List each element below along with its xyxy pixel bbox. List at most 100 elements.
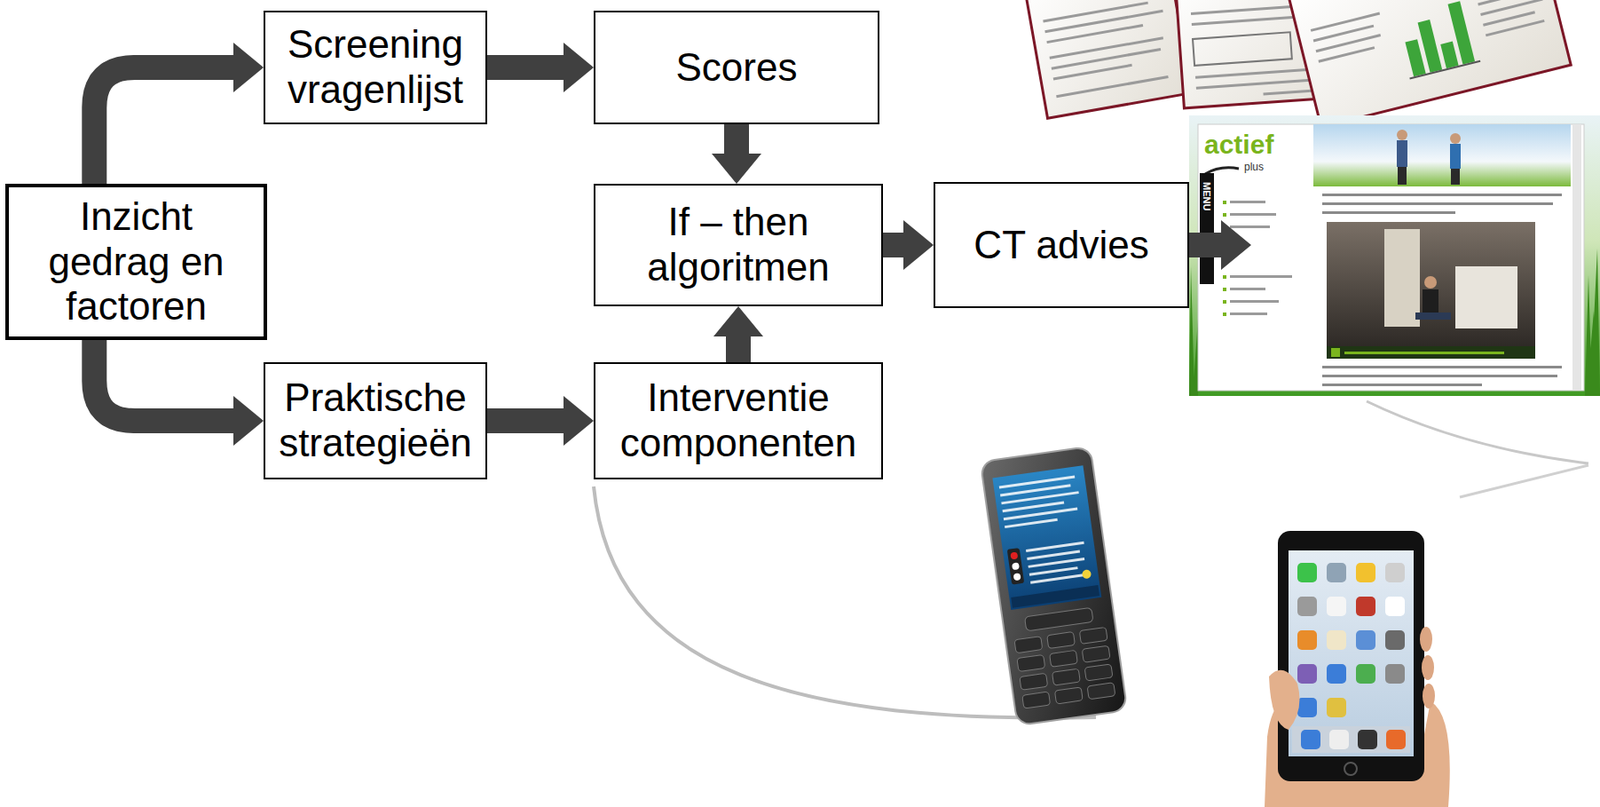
- document-page-part: [1051, 47, 1162, 71]
- node-text: Interventie componenten: [604, 375, 873, 466]
- banner-photo-part: [1397, 166, 1407, 185]
- mobile-phone-part: [1009, 551, 1018, 560]
- tablet-in-hand-part: [1344, 762, 1357, 775]
- app-icons-part: [1357, 729, 1378, 749]
- banner-photo-part: [1450, 133, 1461, 144]
- screenshot-label: plus: [1244, 161, 1264, 174]
- app-icons-part: [1385, 630, 1405, 650]
- thumb: [1268, 669, 1300, 730]
- text-lines-part: [1322, 374, 1558, 378]
- menu-items-part: [1222, 200, 1227, 205]
- document-page-part: [1418, 19, 1443, 73]
- text-lines-part: [1322, 202, 1553, 205]
- mobile-phone-part-part: [1022, 691, 1051, 709]
- mobile-phone-part-part: [1026, 550, 1080, 560]
- document-page-part: [1310, 12, 1380, 32]
- node-text: Inzicht gedrag en factoren: [35, 194, 237, 330]
- app-icons-part: [1326, 596, 1347, 616]
- tablet-in-hand-part: [1422, 683, 1435, 709]
- menu-items-part: [1222, 299, 1227, 304]
- mobile-phone-part: [980, 446, 1128, 726]
- block-arrow: [724, 124, 749, 154]
- mobile-phone-part: [1007, 547, 1025, 585]
- banner-photo-part: [1450, 143, 1461, 169]
- app-icons-part: [1355, 596, 1376, 616]
- document-page-part: [1024, 0, 1192, 119]
- mobile-phone-part: [1013, 572, 1022, 581]
- document-page-part: [1440, 41, 1459, 70]
- block-arrow: [882, 232, 904, 258]
- mobile-phone-part-part: [1081, 645, 1111, 663]
- mobile-phone-part-part: [1003, 507, 1079, 521]
- video-frame: [1326, 221, 1536, 359]
- tablet-in-hand-part: [1419, 626, 1433, 652]
- text-lines-part: [1322, 365, 1562, 369]
- node-text: Praktische strategieën: [270, 375, 481, 466]
- video-frame-part: [1422, 289, 1439, 313]
- video-frame-part: [1326, 221, 1536, 347]
- app-icons-part: [1326, 663, 1347, 684]
- document-pages: [1024, 0, 1571, 127]
- mobile-phone-part-part: [1030, 573, 1086, 584]
- website-screenshot: [1189, 115, 1600, 396]
- process-box: Praktische strategieën: [263, 362, 488, 480]
- tablet-in-hand-part: [1421, 654, 1435, 680]
- video-frame-part: [1331, 347, 1340, 357]
- mobile-phone-part: [1011, 561, 1020, 570]
- document-page-part: [1044, 9, 1163, 33]
- mobile-phone-part-part: [1087, 682, 1116, 700]
- screenshot-label: actief: [1204, 129, 1274, 161]
- mobile-phone-part-part: [1027, 557, 1085, 568]
- block-arrow: [1189, 220, 1252, 270]
- document-page-part: [1042, 1, 1149, 24]
- app-icons-part: [1355, 562, 1376, 583]
- mobile-phone-part: [1010, 584, 1100, 608]
- banner-photo-part: [1396, 129, 1408, 141]
- mobile-phone-part: [992, 465, 1102, 610]
- document-page: [1289, 0, 1572, 127]
- video-frame-part: [1415, 312, 1451, 320]
- document-page-part: [1317, 46, 1375, 64]
- banner-photo-part: [1450, 168, 1460, 185]
- website-screenshot-part: [1189, 115, 1600, 396]
- app-icons-part: [1297, 663, 1317, 684]
- node-text: If – then algoritmen: [604, 199, 873, 290]
- process-box: Screening vragenlijst: [263, 10, 488, 125]
- text-lines: [1322, 193, 1562, 387]
- app-icons-part: [1297, 630, 1317, 650]
- mobile-phone-part-part: [1025, 541, 1085, 552]
- app-icons-part: [1326, 630, 1347, 650]
- mobile-phone-part-part: [1029, 566, 1079, 576]
- mobile-phone-part-part: [1000, 490, 1080, 505]
- app-icons: [1292, 562, 1411, 753]
- document-page-part: [1404, 39, 1426, 77]
- mobile-phone-part: [1014, 626, 1116, 709]
- process-box: Interventie componenten: [593, 362, 883, 480]
- app-icons-part: [1355, 663, 1376, 684]
- text-lines-part: [1322, 193, 1562, 197]
- mobile-phone-part-part: [1084, 663, 1113, 681]
- menu-items-part: [1229, 299, 1279, 303]
- document-page-part: [1053, 63, 1133, 81]
- menu-items-part: [1222, 212, 1227, 217]
- process-box: Scores: [593, 10, 880, 125]
- video-frame-part: [1455, 266, 1518, 329]
- mobile-phone-part: [999, 474, 1091, 586]
- app-icons-part: [1385, 562, 1405, 583]
- app-icons-part: [1300, 729, 1321, 749]
- document-page-part: [1192, 31, 1293, 66]
- block-arrow: [487, 408, 564, 434]
- tablet-in-hand: [1264, 530, 1451, 807]
- mobile-phone-part-part: [1079, 626, 1108, 644]
- document-page-part: [1409, 60, 1481, 80]
- text-lines-part: [1322, 383, 1482, 387]
- banner-photo: [1313, 124, 1571, 187]
- app-icons-part: [1355, 630, 1376, 650]
- video-frame-part: [1344, 351, 1505, 355]
- menu-items-part: [1229, 200, 1266, 204]
- node-text: CT advies: [973, 222, 1149, 268]
- document-page-part: [1289, 0, 1572, 127]
- menu-items-part: [1229, 312, 1268, 316]
- document-page-part: [1448, 0, 1476, 64]
